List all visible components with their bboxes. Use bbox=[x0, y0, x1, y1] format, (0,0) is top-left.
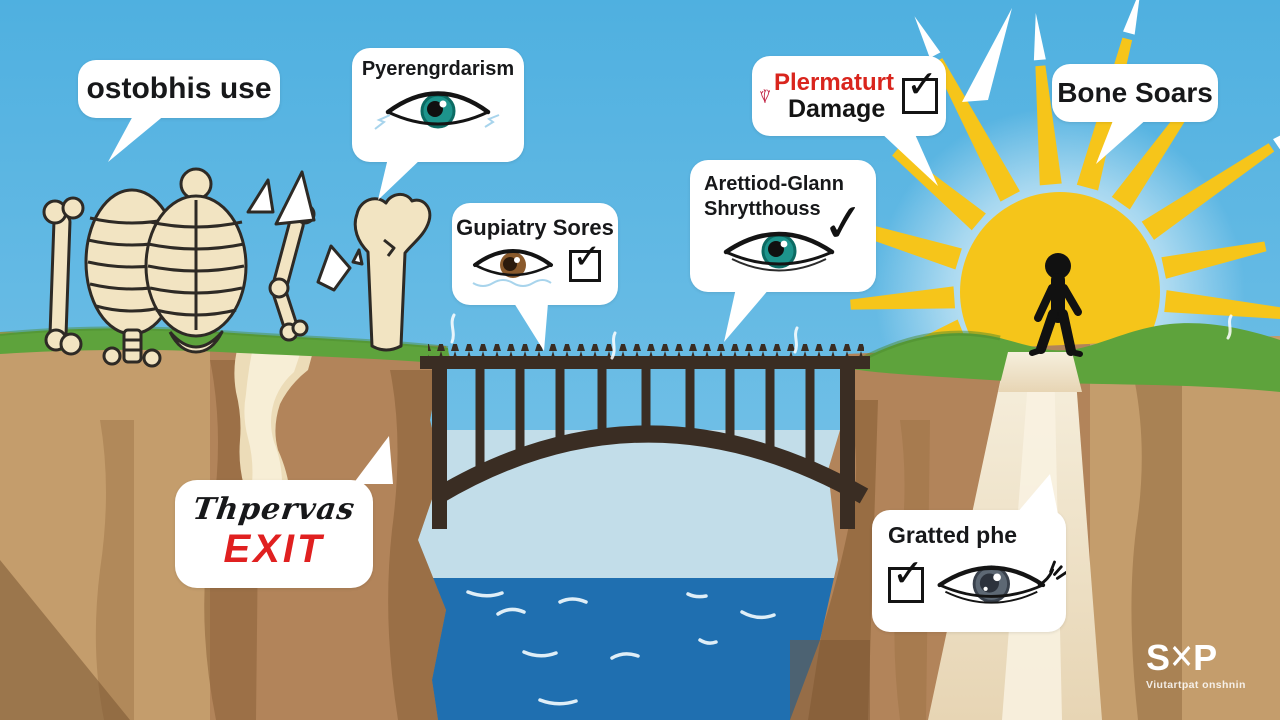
bubble-label: ostobhis use bbox=[86, 72, 272, 105]
skeleton-icon bbox=[144, 167, 248, 354]
bubble-tail bbox=[1000, 474, 1062, 514]
speech-bubble-premature-damage: Plermaturt Damage ✓ bbox=[752, 56, 946, 186]
checkbox-checked-icon: ✓ bbox=[569, 240, 601, 282]
checkbox-checked-icon: ✓ bbox=[888, 555, 924, 603]
speech-bubble-gratted-phe: Gratted phe ✓ bbox=[872, 474, 1066, 632]
bubble-label-line1: Plermaturt bbox=[773, 68, 894, 96]
speech-bubble-bone-soars: Bone Soars bbox=[1052, 64, 1218, 164]
bubble-tail bbox=[1096, 118, 1152, 168]
bubble-tail bbox=[724, 288, 774, 346]
logo-letter-p: P bbox=[1193, 637, 1219, 678]
skeletons bbox=[42, 167, 432, 368]
bubble-label: Bone Soars bbox=[1057, 77, 1213, 108]
sky-streaks bbox=[450, 313, 1233, 360]
bubble-label-line2: Shrytthouss bbox=[704, 198, 821, 220]
bubble-label-line1: Arettiod-Glann bbox=[704, 173, 844, 195]
exit-label: EXIT bbox=[223, 527, 325, 571]
gray-eye-icon bbox=[937, 560, 1066, 604]
bubble-tail bbox=[514, 303, 558, 355]
speech-bubble-adrenal-gland: Arettiod-Glann Shrytthouss ✓ bbox=[690, 160, 876, 342]
teal-eye-icon bbox=[374, 91, 500, 130]
speech-bubble-pituitary: Gupiatry Sores ✓ bbox=[452, 203, 618, 351]
logo-letter-s: S bbox=[1146, 637, 1172, 678]
bubble-label: Gupiatry Sores bbox=[456, 215, 614, 240]
logo-x-icon: ✕ bbox=[1169, 638, 1196, 677]
big-bone-icon bbox=[353, 193, 432, 352]
left-grass bbox=[0, 328, 450, 364]
bubble-label: Gratted phe bbox=[888, 522, 1018, 548]
bubble-tail bbox=[108, 114, 172, 166]
bubble-script-label: Thpervas bbox=[190, 492, 358, 527]
checkmark-icon: ✓ bbox=[819, 192, 869, 256]
logo-title: S ✕ P bbox=[1146, 640, 1246, 676]
sky-shard bbox=[962, 8, 1012, 102]
speech-bubble-eye-condition: Pyerengrdarism bbox=[352, 48, 524, 200]
bubble-label-line2: Damage bbox=[787, 94, 886, 123]
speech-bubble-exit: Thpervas EXIT bbox=[175, 436, 393, 588]
bridge bbox=[420, 344, 870, 529]
teal-eye-icon bbox=[723, 231, 835, 272]
bubble-tail bbox=[325, 436, 397, 484]
bubble-tail bbox=[880, 132, 942, 190]
shard-icons bbox=[246, 170, 364, 292]
bubble-tail bbox=[378, 158, 430, 204]
fork-icon bbox=[1037, 560, 1066, 587]
brown-eye-icon bbox=[472, 249, 553, 287]
coral-icon bbox=[760, 89, 770, 103]
checkbox-checked-icon: ✓ bbox=[902, 66, 938, 114]
logo-subtitle: Viutartpat onshnin bbox=[1146, 679, 1246, 691]
logo: S ✕ P Viutartpat onshnin bbox=[1146, 640, 1246, 692]
bubble-label: Pyerengrdarism bbox=[361, 58, 515, 80]
bone-icon bbox=[42, 196, 85, 356]
person-silhouette bbox=[1029, 253, 1083, 357]
speech-bubble-osteoporosis: ostobhis use bbox=[78, 60, 280, 162]
